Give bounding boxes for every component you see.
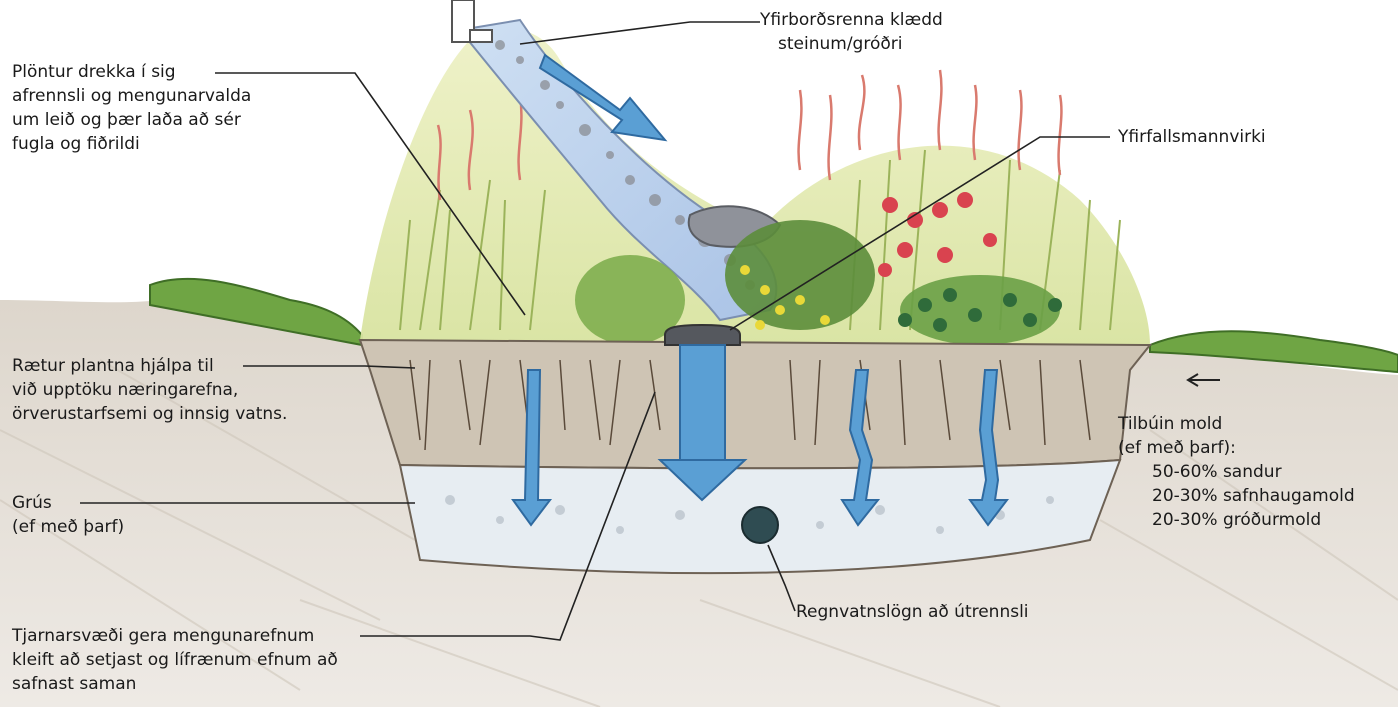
label-gravel: Grús (ef með þarf) — [12, 491, 124, 539]
label-line: Yfirfallsmannvirki — [1118, 125, 1266, 149]
label-overflow: Yfirfallsmannvirki — [1118, 125, 1266, 149]
label-line: steinum/gróðri — [760, 32, 943, 56]
label-line: Grús — [12, 491, 124, 515]
label-line: safnast saman — [12, 672, 338, 696]
label-drain-pipe: Regnvatnslögn að útrennsli — [796, 600, 1029, 624]
label-line: Regnvatnslögn að útrennsli — [796, 600, 1029, 624]
label-surface-channel: Yfirborðsrenna klædd steinum/gróðri — [760, 8, 943, 56]
drain-pipe-icon — [742, 507, 778, 543]
label-line: Plöntur drekka í sig — [12, 60, 251, 84]
label-line: 20-30% safnhaugamold — [1118, 484, 1355, 508]
label-line: um leið og þær laða að sér — [12, 108, 251, 132]
label-line: við upptöku næringarefna, — [12, 378, 287, 402]
label-line: 50-60% sandur — [1118, 460, 1355, 484]
label-line: afrennsli og mengunarvalda — [12, 84, 251, 108]
label-ponding: Tjarnarsvæði gera mengunarefnum kleift a… — [12, 624, 338, 696]
label-line: Yfirborðsrenna klædd — [760, 8, 943, 32]
label-soil-mix: Tilbúin mold (ef með þarf): 50-60% sandu… — [1118, 412, 1355, 532]
prepared-soil-layer — [360, 340, 1150, 468]
label-line: kleift að setjast og lífrænum efnum að — [12, 648, 338, 672]
label-line: Rætur plantna hjálpa til — [12, 354, 287, 378]
label-line: örverustarfsemi og innsig vatns. — [12, 402, 287, 426]
label-line: 20-30% gróðurmold — [1118, 508, 1355, 532]
label-roots: Rætur plantna hjálpa til við upptöku nær… — [12, 354, 287, 426]
label-line: (ef með þarf) — [12, 515, 124, 539]
downspout-icon — [452, 0, 492, 42]
label-line: Tilbúin mold — [1118, 412, 1355, 436]
label-line: (ef með þarf): — [1118, 436, 1355, 460]
label-line: fugla og fiðrildi — [12, 132, 251, 156]
label-plants: Plöntur drekka í sig afrennsli og mengun… — [12, 60, 251, 156]
label-line: Tjarnarsvæði gera mengunarefnum — [12, 624, 338, 648]
